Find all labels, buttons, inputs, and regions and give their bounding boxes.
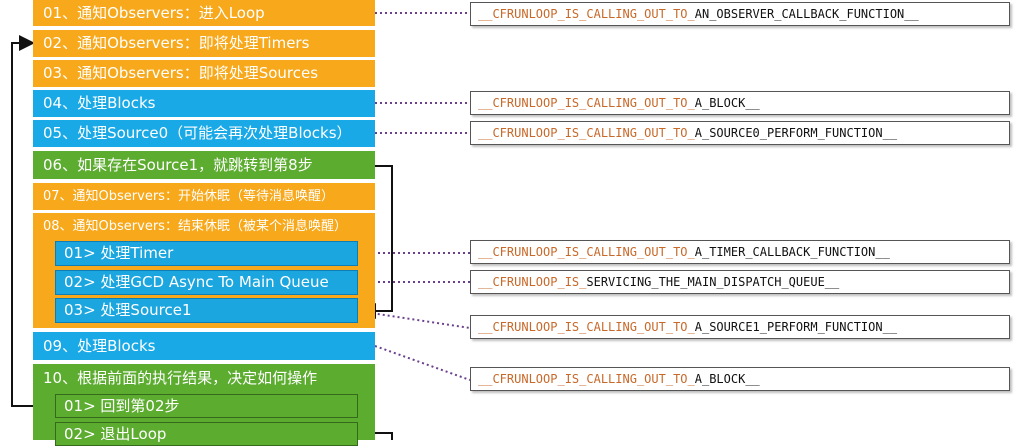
function-box-block-09: __CFRUNLOOP_IS_CALLING_OUT_TO_A_BLOCK__ — [470, 367, 1010, 391]
step-01-label: 01、通知Observers：进入Loop — [43, 3, 265, 22]
step-08-label: 08、通知Observers：结束休眠（被某个消息唤醒） — [43, 218, 347, 234]
function-suffix: A_SOURCE1_PERFORM_FUNCTION__ — [694, 320, 898, 334]
step-08: 08、通知Observers：结束休眠（被某个消息唤醒） — [33, 215, 375, 237]
step-08-sub-timer-label: 01> 处理Timer — [64, 244, 174, 262]
step-10-sub-back: 01> 回到第02步 — [55, 394, 358, 418]
function-prefix: __CFRUNLOOP_IS_CALLING_OUT_TO_ — [478, 245, 695, 259]
step-08-sub-source1: 03> 处理Source1 — [55, 298, 358, 323]
connector-block-09 — [374, 345, 471, 381]
step-08-sub-gcd-label: 02> 处理GCD Async To Main Queue — [64, 273, 329, 291]
connector-source1 — [357, 310, 471, 329]
step-03-label: 03、通知Observers：即将处理Sources — [43, 64, 319, 82]
function-box-timer: __CFRUNLOOP_IS_CALLING_OUT_TO_A_TIMER_CA… — [470, 240, 1010, 264]
step-05: 05、处理Source0（可能会再次处理Blocks） — [33, 120, 375, 147]
function-box-observer-callback: __CFRUNLOOP_IS_CALLING_OUT_TO_AN_OBSERVE… — [470, 2, 1010, 26]
step-07-label: 07、通知Observers：开始休眠（等待消息唤醒） — [43, 189, 334, 204]
function-suffix: AN_OBSERVER_CALLBACK_FUNCTION__ — [694, 7, 919, 21]
function-prefix: __CFRUNLOOP_IS_CALLING_OUT_TO_ — [478, 96, 695, 110]
jump-to-step8-arrow — [360, 165, 393, 319]
step-02: 02、通知Observers：即将处理Timers — [33, 30, 375, 57]
step-04-label: 04、处理Blocks — [43, 94, 156, 112]
step-09-label: 09、处理Blocks — [43, 336, 156, 355]
function-prefix: __CFRUNLOOP_IS_CALLING_OUT_TO_ — [478, 320, 695, 334]
function-suffix: A_SOURCE0_PERFORM_FUNCTION__ — [694, 126, 898, 140]
step-07: 07、通知Observers：开始休眠（等待消息唤醒） — [33, 183, 375, 210]
step-06-label: 06、如果存在Source1，就跳转到第8步 — [43, 155, 313, 174]
function-prefix: __CFRUNLOOP_IS_CALLING_OUT_TO_ — [478, 372, 695, 386]
step-03: 03、通知Observers：即将处理Sources — [33, 60, 375, 87]
step-01: 01、通知Observers：进入Loop — [33, 0, 375, 26]
function-prefix: __CFRUNLOOP_IS_CALLING_OUT_TO_ — [478, 7, 695, 21]
step-08-sub-source1-label: 03> 处理Source1 — [64, 301, 192, 319]
step-08-sub-gcd: 02> 处理GCD Async To Main Queue — [55, 270, 358, 295]
function-prefix: __CFRUNLOOP_IS_ — [478, 275, 587, 289]
step-08-sub-timer: 01> 处理Timer — [55, 241, 358, 266]
step-05-label: 05、处理Source0（可能会再次处理Blocks） — [43, 124, 352, 142]
step-10: 10、根据前面的执行结果，决定如何操作 — [33, 366, 375, 390]
function-box-source0: __CFRUNLOOP_IS_CALLING_OUT_TO_A_SOURCE0_… — [470, 121, 1010, 145]
step-02-label: 02、通知Observers：即将处理Timers — [43, 34, 310, 52]
function-suffix: A_TIMER_CALLBACK_FUNCTION__ — [694, 245, 890, 259]
step-10-sub-exit-label: 02> 退出Loop — [64, 424, 167, 443]
step-10-label: 10、根据前面的执行结果，决定如何操作 — [43, 368, 318, 387]
function-suffix: A_BLOCK__ — [694, 96, 760, 110]
function-box-dispatch-queue: __CFRUNLOOP_IS_SERVICING_THE_MAIN_DISPAT… — [470, 270, 1010, 294]
step-09: 09、处理Blocks — [33, 332, 375, 360]
function-suffix: A_BLOCK__ — [694, 372, 760, 386]
function-box-source1: __CFRUNLOOP_IS_CALLING_OUT_TO_A_SOURCE1_… — [470, 315, 1010, 339]
function-prefix: __CFRUNLOOP_IS_CALLING_OUT_TO_ — [478, 126, 695, 140]
step-10-sub-exit: 02> 退出Loop — [55, 422, 358, 446]
function-suffix: SERVICING_THE_MAIN_DISPATCH_QUEUE__ — [586, 275, 840, 289]
function-box-block-04: __CFRUNLOOP_IS_CALLING_OUT_TO_A_BLOCK__ — [470, 91, 1010, 115]
step-06: 06、如果存在Source1，就跳转到第8步 — [33, 151, 375, 179]
step-04: 04、处理Blocks — [33, 90, 375, 117]
step-10-sub-back-label: 01> 回到第02步 — [64, 396, 180, 415]
